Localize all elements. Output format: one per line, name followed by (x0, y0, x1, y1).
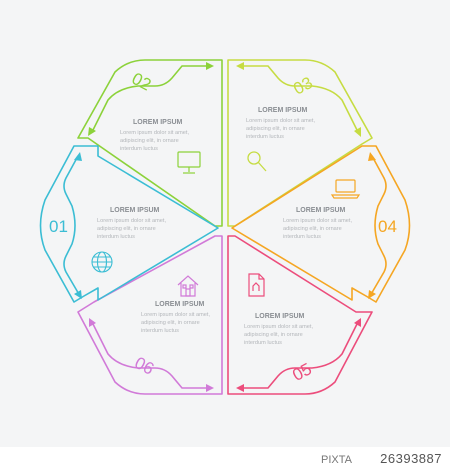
segment-04-line-3: interdum luctus (283, 234, 321, 240)
segment-02-heading: LOREM IPSUM (133, 119, 183, 126)
arrowhead-03a (236, 62, 244, 70)
arrowhead-05b (354, 318, 361, 327)
segment-04-line-1: Lorem ipsum dolor sit amet, (283, 218, 352, 224)
arrowhead-04b (368, 290, 376, 299)
segment-06: 06 LOREM IPSUM Lorem ipsum dolor sit ame… (77, 235, 223, 395)
segment-05-arrow (238, 321, 359, 389)
segment-01: 01 LOREM IPSUM Lorem ipsum dolor sit ame… (39, 145, 219, 303)
footer-bar: PIXTA 26393887 (0, 447, 450, 469)
arrowhead-05a (236, 384, 244, 392)
segment-03-line-2: adipiscing elit, in ornare (246, 126, 305, 132)
segment-06-heading: LOREM IPSUM (155, 301, 205, 308)
segment-05-line-2: adipiscing elit, in ornare (244, 332, 303, 338)
segment-06-arrow (91, 321, 212, 389)
house-icon (177, 275, 199, 297)
segment-02-line-1: Lorem ipsum dolor sit amet, (120, 130, 189, 136)
segment-03-outline (227, 59, 373, 227)
segment-05-line-1: Lorem ipsum dolor sit amet, (244, 324, 313, 330)
segment-03-line-1: Lorem ipsum dolor sit amet, (246, 118, 315, 124)
document-icon (248, 273, 265, 297)
segment-04-outline (231, 145, 411, 303)
arrowhead-02b (88, 127, 96, 136)
arrowhead-01a (74, 152, 82, 161)
segment-06-line-3: interdum luctus (141, 328, 179, 334)
segment-06-line-2: adipiscing elit, in ornare (141, 320, 200, 326)
segment-02-arrow (91, 65, 212, 133)
segment-01-line-2: adipiscing elit, in ornare (97, 226, 156, 232)
laptop-icon (330, 179, 361, 199)
segment-03-arrow (238, 65, 359, 133)
arrowhead-06a (89, 318, 96, 327)
footer-image-id: 26393887 (380, 451, 442, 466)
segment-06-line-1: Lorem ipsum dolor sit amet, (141, 312, 210, 318)
segment-03-line-3: interdum luctus (246, 134, 284, 140)
segment-05-number: 05 (289, 359, 315, 385)
arrowhead-01b (74, 290, 82, 299)
globe-icon (91, 251, 113, 273)
segment-02-number: 02 (129, 69, 155, 95)
segment-03: 03 LOREM IPSUM Lorem ipsum dolor sit ame… (227, 59, 373, 227)
segment-05-heading: LOREM IPSUM (255, 313, 305, 320)
monitor-icon (177, 151, 201, 174)
segment-01-outline (39, 145, 219, 303)
segment-01-line-3: interdum luctus (97, 234, 135, 240)
segment-04: 04 LOREM IPSUM Lorem ipsum dolor sit ame… (231, 145, 411, 303)
segment-05-outline (227, 235, 373, 395)
segment-02-line-2: adipiscing elit, in ornare (120, 138, 179, 144)
arrowhead-02a (206, 62, 214, 70)
arrowhead-03b (354, 127, 361, 137)
segment-05: 05 LOREM IPSUM Lorem ipsum dolor sit ame… (227, 235, 373, 395)
segment-01-arrow (63, 155, 81, 297)
segment-02-outline (77, 59, 223, 227)
arrowhead-06b (206, 384, 214, 392)
segment-04-line-2: adipiscing elit, in ornare (283, 226, 342, 232)
segment-05-line-3: interdum luctus (244, 340, 282, 346)
segment-04-arrow (369, 155, 387, 297)
segment-06-outline (77, 235, 223, 395)
segment-06-number: 06 (132, 353, 158, 379)
segment-02-line-3: interdum luctus (120, 146, 158, 152)
segment-04-heading: LOREM IPSUM (296, 207, 346, 214)
segment-03-number: 03 (290, 73, 316, 99)
footer-brand: PIXTA (321, 454, 352, 466)
magnifier-icon (247, 151, 267, 172)
segment-01-heading: LOREM IPSUM (110, 207, 160, 214)
segment-04-number: 04 (378, 217, 397, 236)
segment-01-line-1: Lorem ipsum dolor sit amet, (97, 218, 166, 224)
arrowhead-04a (368, 152, 376, 161)
segment-03-heading: LOREM IPSUM (258, 107, 308, 114)
segment-02: 02 LOREM IPSUM Lorem ipsum dolor sit ame… (77, 59, 223, 227)
segment-01-number: 01 (49, 217, 68, 236)
